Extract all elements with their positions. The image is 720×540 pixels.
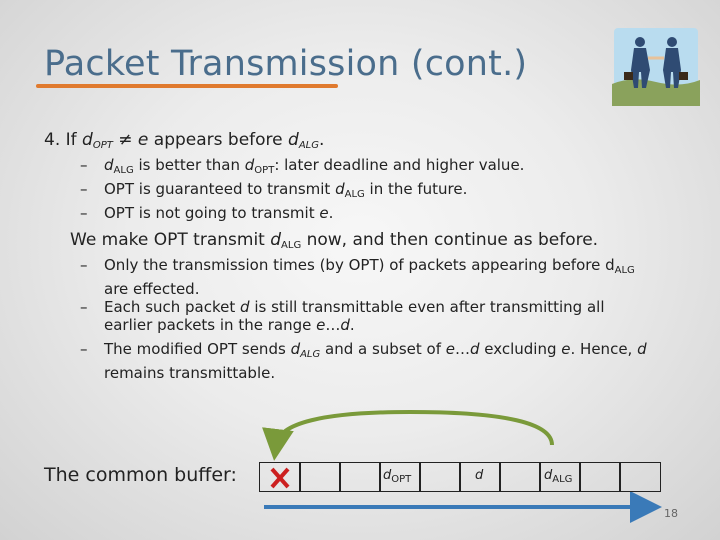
page-number: 18 bbox=[664, 507, 678, 520]
buffer-cell bbox=[499, 462, 541, 492]
buffer-cell bbox=[539, 462, 581, 492]
bullet-a-1: – dALG is better than dOPT: later deadli… bbox=[80, 156, 525, 176]
statement: We make OPT transmit dALG now, and then … bbox=[70, 230, 599, 251]
point-4: 4. If dOPT ≠ e appears before dALG. bbox=[44, 130, 324, 151]
arc-arrow-icon bbox=[262, 409, 554, 461]
bullet-b-2: – Each such packet d is still transmitta… bbox=[80, 298, 605, 334]
slide-title: Packet Transmission (cont.) bbox=[44, 44, 528, 84]
cross-icon bbox=[270, 467, 290, 489]
bullet-b-1: – Only the transmission times (by OPT) o… bbox=[80, 256, 635, 298]
bullet-a-3: – OPT is not going to transmit e. bbox=[80, 204, 334, 222]
buffer-cell bbox=[459, 462, 501, 492]
point-text: If dOPT ≠ e appears before dALG. bbox=[65, 130, 325, 151]
title-underline bbox=[36, 84, 338, 88]
buffer-label: The common buffer: bbox=[44, 464, 237, 486]
buffer-cell bbox=[259, 462, 301, 492]
buffer-cell bbox=[339, 462, 381, 492]
buffer-cell bbox=[619, 462, 661, 492]
handshake-clipart-icon bbox=[612, 28, 700, 106]
bullet-a-2: – OPT is guaranteed to transmit dALG in … bbox=[80, 180, 468, 200]
d-label: d bbox=[475, 468, 484, 483]
buffer-cell bbox=[419, 462, 461, 492]
buffer-cell bbox=[299, 462, 341, 492]
d-alg-label: dALG bbox=[544, 468, 573, 485]
bullet-b-3: – The modified OPT sends dALG and a subs… bbox=[80, 340, 647, 382]
buffer-cell bbox=[379, 462, 421, 492]
d-opt-label: dOPT bbox=[383, 468, 412, 485]
point-number: 4. bbox=[44, 130, 61, 150]
buffer-cell bbox=[579, 462, 621, 492]
